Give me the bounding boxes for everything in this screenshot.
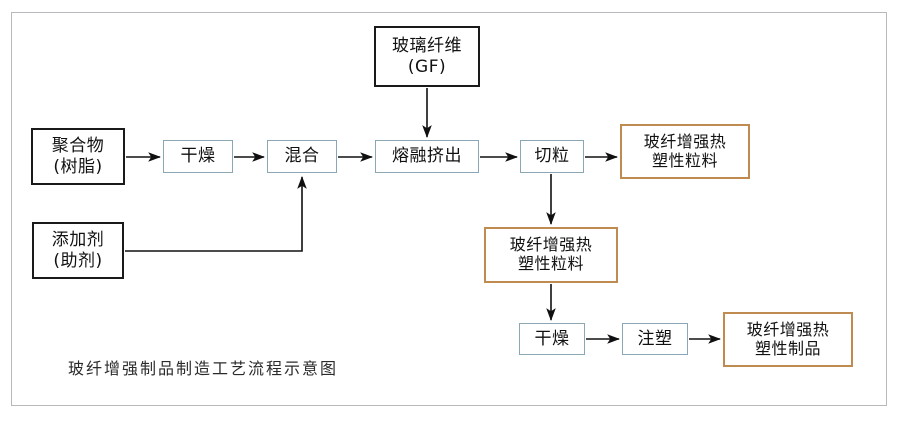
node-polymer[interactable]: 聚合物 (树脂) [31,128,125,185]
node-mixing[interactable]: 混合 [267,140,337,173]
node-injection-molding[interactable]: 注塑 [622,323,688,355]
node-additives[interactable]: 添加剂 (助剂) [32,222,124,279]
node-drying-1[interactable]: 干燥 [163,140,233,173]
node-gf-products[interactable]: 玻纤增强热 塑性制品 [723,312,853,367]
node-pelletizing[interactable]: 切粒 [520,140,584,173]
node-melt-extrusion[interactable]: 熔融挤出 [375,140,479,173]
diagram-caption: 玻纤增强制品制造工艺流程示意图 [68,359,339,378]
node-gf-pellets-top[interactable]: 玻纤增强热 塑性粒料 [620,124,750,179]
node-drying-2[interactable]: 干燥 [519,323,585,355]
node-glass-fiber[interactable]: 玻璃纤维 (GF) [374,26,480,87]
node-gf-pellets-mid[interactable]: 玻纤增强热 塑性粒料 [484,227,618,283]
